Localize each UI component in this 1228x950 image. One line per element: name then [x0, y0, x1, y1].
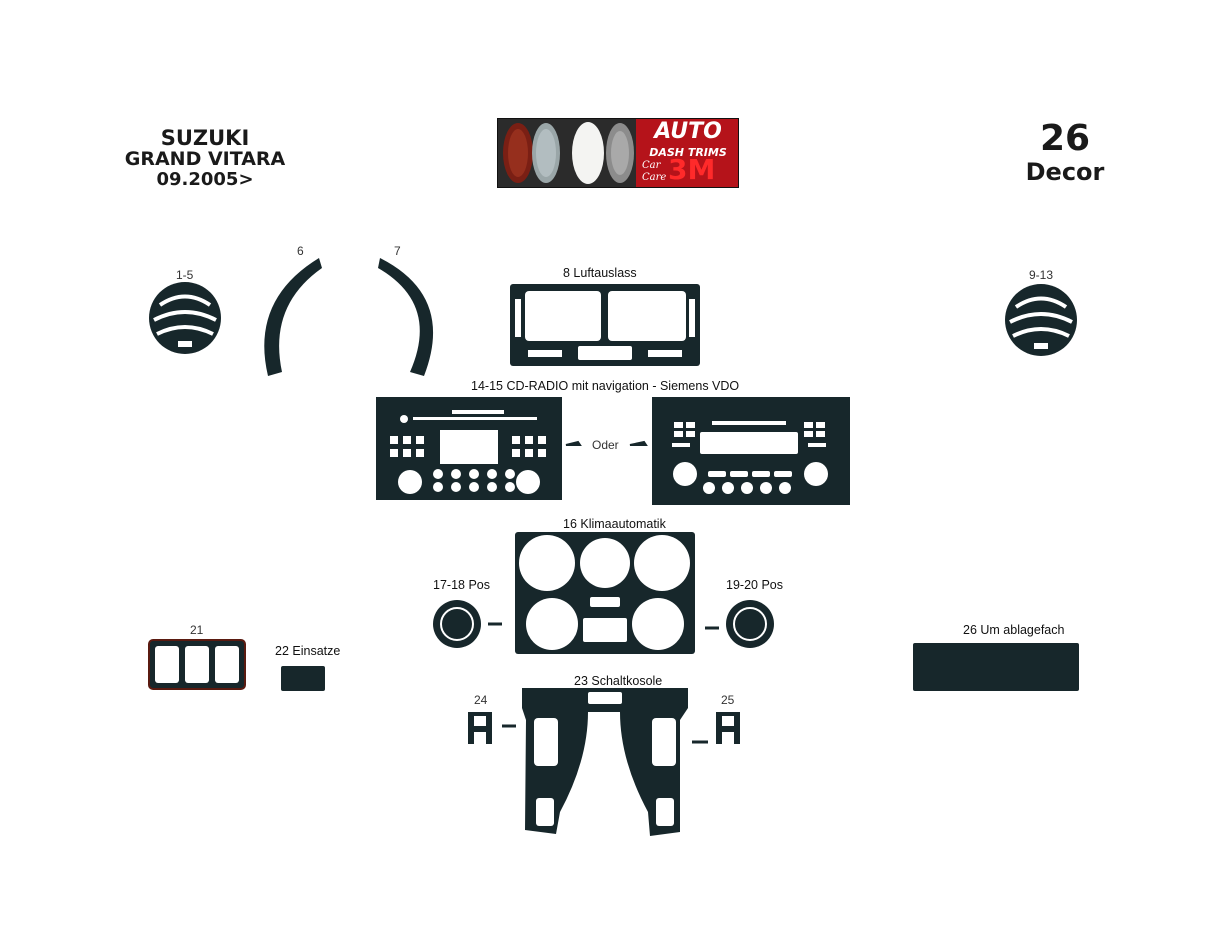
logo-dash-trims: DASH TRIMS [649, 146, 727, 159]
label-26: 26 Um ablagefach [963, 623, 1065, 637]
logo-3m: 3M [668, 153, 716, 186]
part-22-insert [281, 666, 325, 691]
label-17-18: 17-18 Pos [433, 578, 490, 592]
label-7: 7 [394, 244, 401, 258]
part-15-radio-right [652, 397, 850, 505]
part-16-climate-control [515, 532, 695, 654]
part-8-air-vent [510, 284, 700, 366]
label-24: 24 [474, 693, 488, 707]
label-19-20: 19-20 Pos [726, 578, 783, 592]
arrow-right-icon [629, 440, 648, 446]
label-16: 16 Klimaautomatik [563, 517, 666, 531]
label-oder: Oder [592, 438, 619, 452]
label-21: 21 [190, 623, 204, 637]
part-9-13-vent [1005, 284, 1077, 356]
label-14-15: 14-15 CD-RADIO mit navigation - Siemens … [471, 379, 740, 393]
parts-label: Decor [1025, 158, 1105, 186]
label-9-13: 9-13 [1029, 268, 1054, 282]
part-17-18-knob [433, 600, 481, 648]
part-1-5-vent [149, 282, 221, 354]
car-make: SUZUKI [160, 126, 250, 150]
part-26-storage-trim [913, 643, 1079, 691]
part-19-20-knob [726, 600, 774, 648]
part-23-shift-console [522, 688, 688, 836]
brand-logo: AUTO DASH TRIMS Car Care 3M [497, 118, 739, 188]
part-25-bracket [716, 712, 740, 744]
label-23: 23 Schaltkosole [574, 674, 663, 688]
part-21-frame [148, 639, 246, 690]
part-6-arc [264, 258, 322, 376]
logo-swatches [498, 119, 738, 187]
label-8: 8 Luftauslass [563, 266, 637, 280]
label-25: 25 [721, 693, 735, 707]
car-model: GRAND VITARA [124, 148, 286, 170]
part-24-bracket [468, 712, 492, 744]
arrow-left-icon [565, 440, 582, 446]
parts-count: 26 [1039, 118, 1091, 159]
part-14-radio-left [376, 397, 562, 500]
label-1-5: 1-5 [176, 268, 194, 282]
logo-auto: AUTO [654, 119, 722, 144]
car-year: 09.2005> [156, 169, 254, 190]
label-6: 6 [297, 244, 304, 258]
label-22: 22 Einsatze [275, 644, 341, 658]
logo-care: Care [642, 172, 667, 183]
logo-car: Car [642, 160, 661, 171]
part-7-arc [378, 258, 434, 376]
